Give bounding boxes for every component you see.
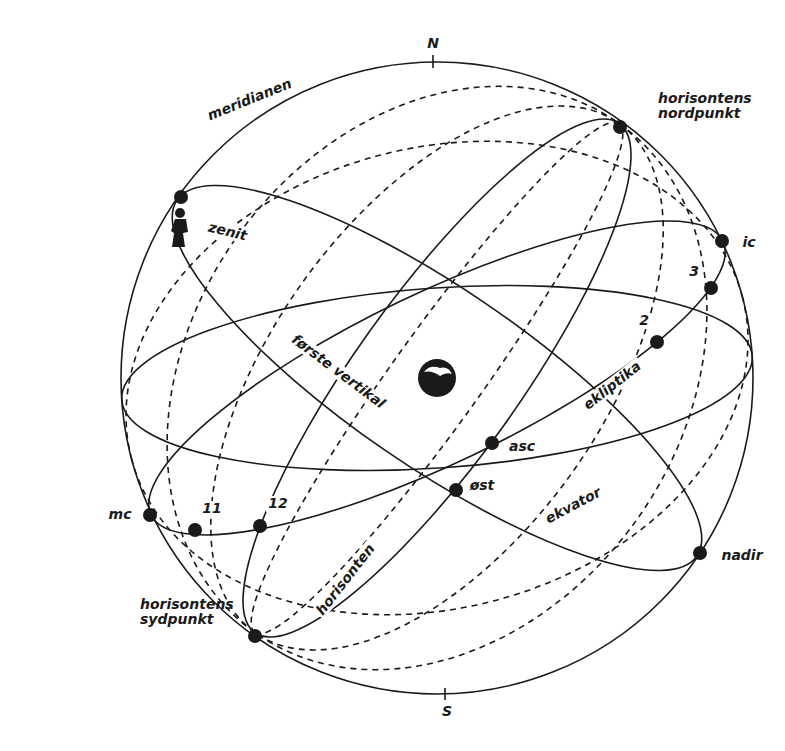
house-circle — [251, 122, 619, 632]
sphere-label: 2 — [637, 313, 651, 328]
sphere-point — [188, 523, 202, 537]
sphere-label: øst — [468, 478, 497, 493]
house-circle — [255, 123, 663, 649]
pole-tick — [444, 688, 446, 700]
sphere-label: horisonten — [312, 540, 379, 620]
observer-figure — [171, 208, 188, 247]
prime-vertical-circle — [177, 185, 702, 555]
sphere-point — [449, 483, 463, 497]
sphere-label: meridianen — [204, 75, 296, 124]
house-circle — [132, 296, 748, 615]
sphere-label: mc — [107, 507, 134, 522]
equator-circle — [122, 286, 753, 400]
sphere-label: S — [440, 704, 454, 719]
ecliptic-circle — [149, 221, 723, 515]
earth-symbol — [418, 359, 456, 397]
sphere-label: 3 — [687, 264, 701, 279]
sphere-label: asc — [507, 439, 537, 454]
sphere-point — [485, 436, 499, 450]
sphere-label: 11 — [200, 501, 223, 516]
sphere-point — [253, 519, 267, 533]
pole-tick — [432, 55, 434, 68]
sphere-label: ekvator — [541, 484, 605, 528]
ecliptic-circle — [151, 241, 725, 535]
prime-vertical-circle — [172, 200, 697, 570]
house-circle — [255, 123, 623, 633]
house-circle — [167, 86, 619, 632]
sphere-label: første vertikal — [287, 331, 389, 413]
sphere-label: horisontens nordpunkt — [656, 91, 764, 122]
sphere-label: zenit — [205, 219, 251, 244]
house-circle — [126, 141, 742, 460]
sphere-point — [613, 120, 627, 134]
equator-circle — [122, 356, 753, 470]
horizon-circle — [255, 123, 631, 636]
sphere-label: ic — [740, 235, 757, 250]
sphere-point — [248, 629, 262, 643]
sphere-label: N — [425, 36, 441, 51]
sphere-point — [715, 234, 729, 248]
sphere-label: nadir — [719, 548, 764, 563]
sphere-point — [143, 508, 157, 522]
sphere-label: ekliptika — [579, 358, 646, 415]
horizon-circle — [243, 119, 619, 632]
house-circle — [211, 106, 619, 632]
sphere-point — [704, 281, 718, 295]
sphere-point — [174, 190, 188, 204]
sphere-point — [650, 335, 664, 349]
meridian-circle — [121, 62, 753, 694]
house-circle — [255, 123, 707, 669]
sphere-label: horisontens sydpunkt — [138, 597, 246, 628]
sphere-point — [693, 546, 707, 560]
sphere-label: 12 — [266, 496, 289, 511]
